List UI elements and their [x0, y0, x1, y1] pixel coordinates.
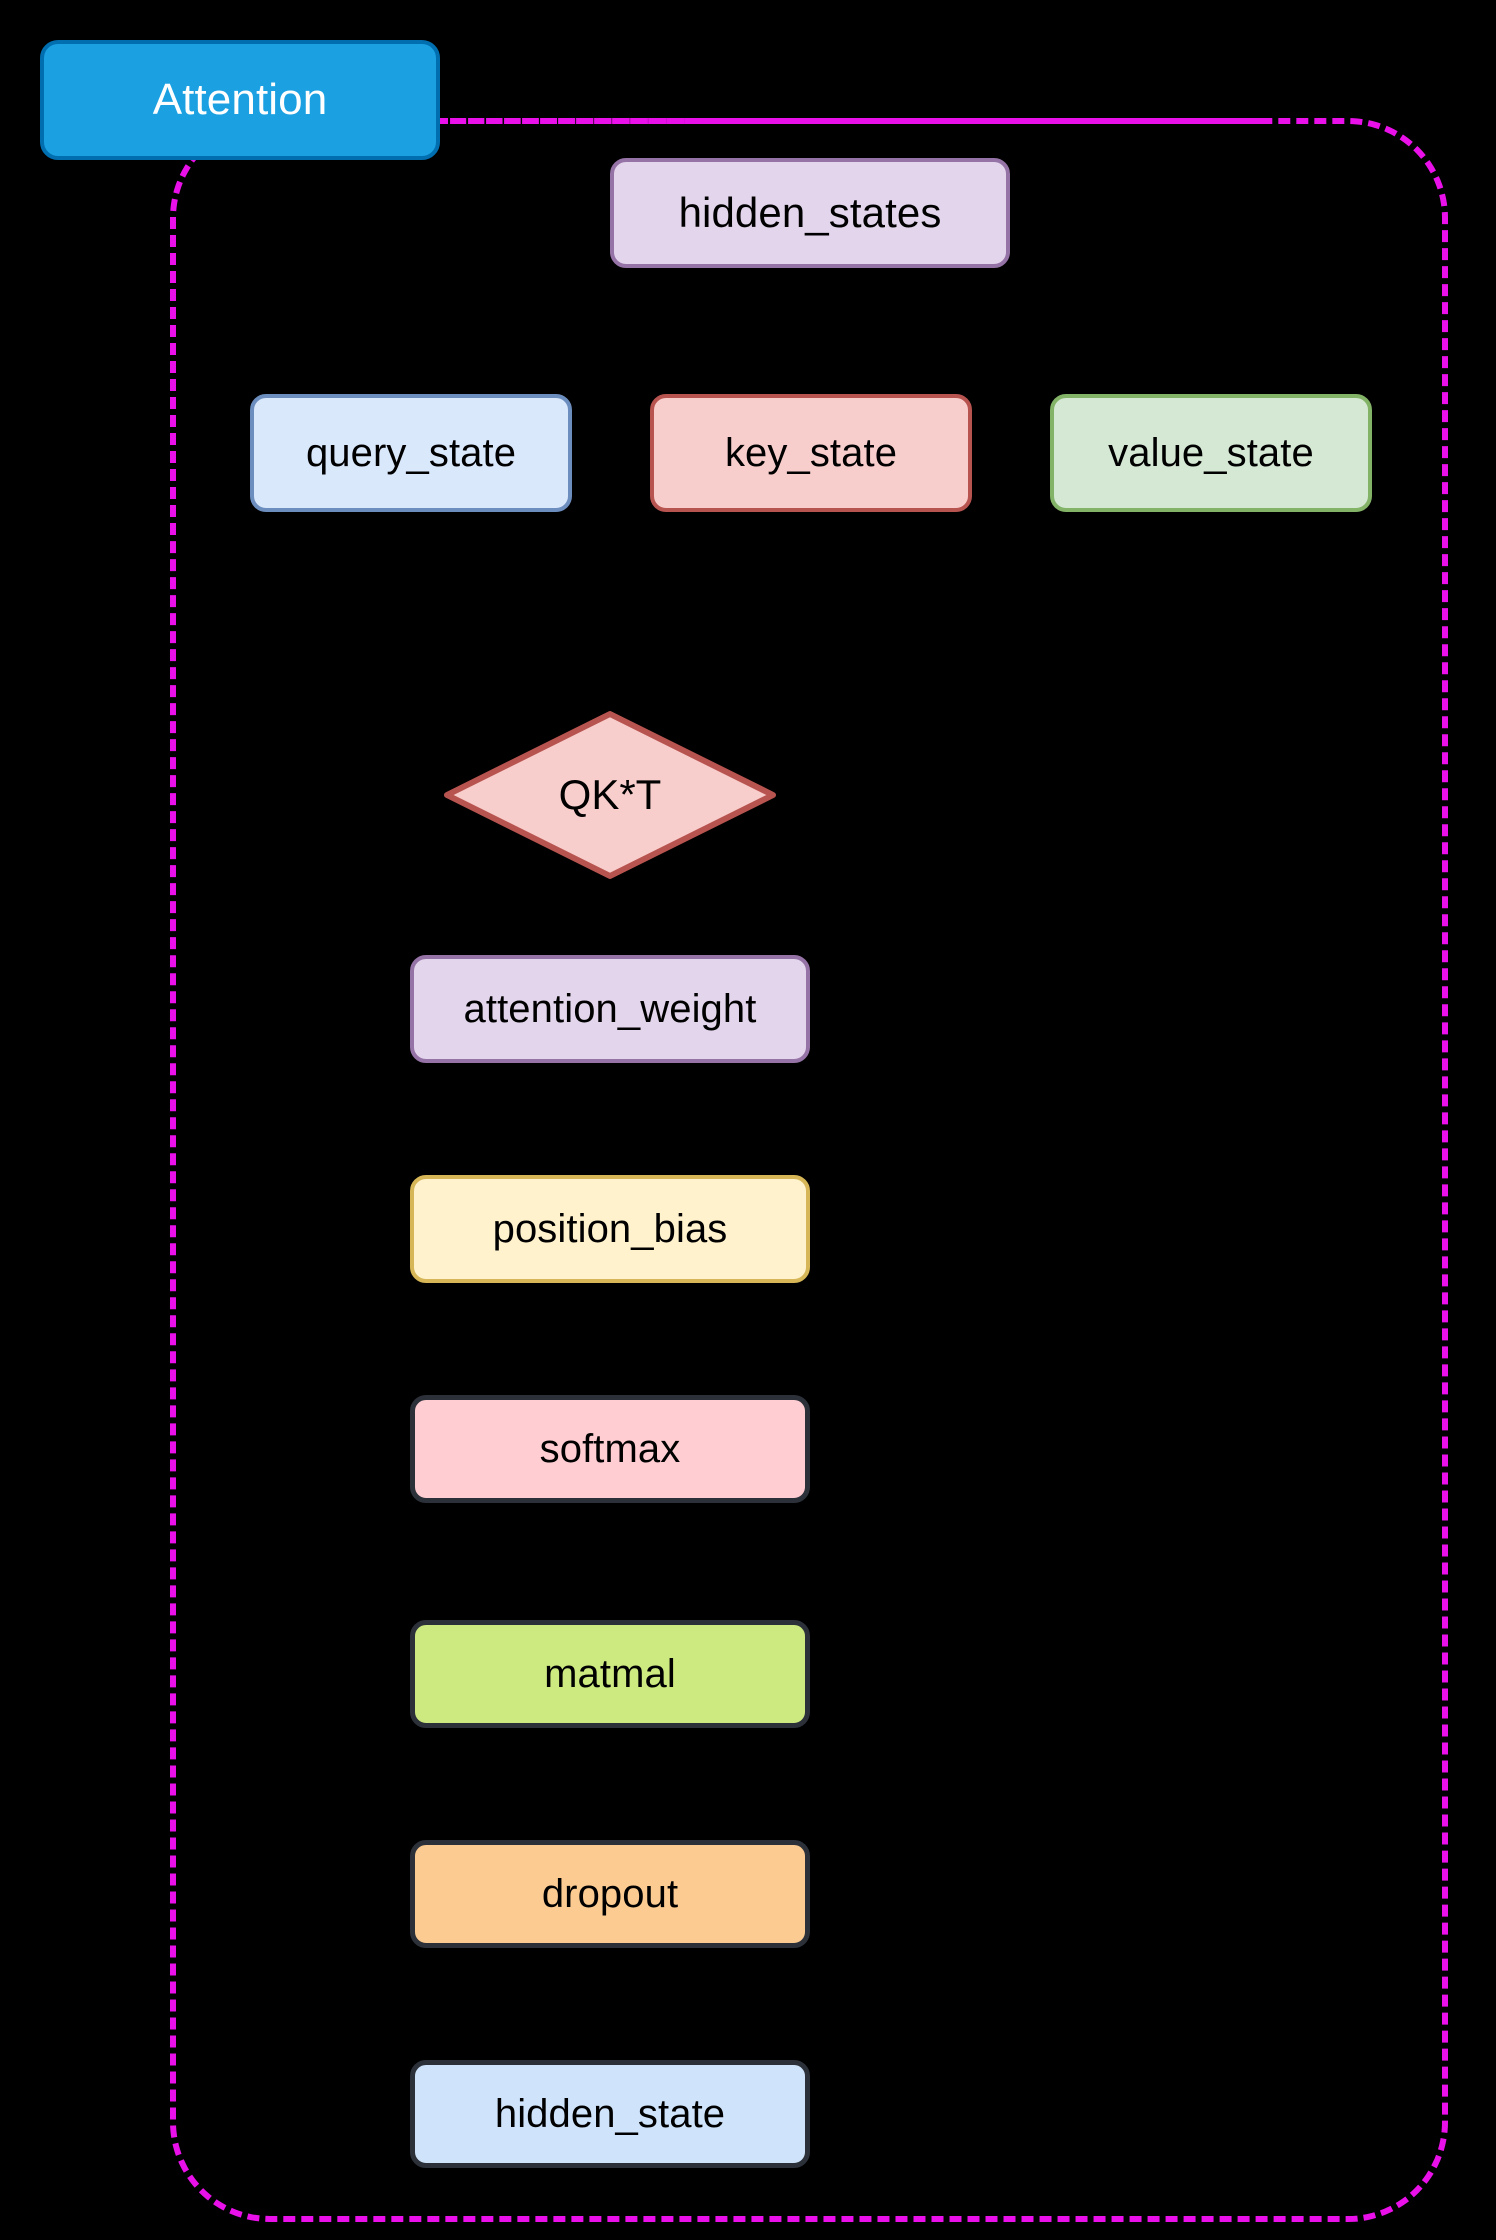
node-value-state[interactable]: value_state — [1050, 394, 1372, 512]
subgraph-title-attention[interactable]: Attention — [40, 40, 440, 160]
node-hidden-state[interactable]: hidden_state — [410, 2060, 810, 2168]
subgraph-title-connector — [436, 118, 1266, 124]
node-attention-weight[interactable]: attention_weight — [410, 955, 810, 1063]
node-matmal[interactable]: matmal — [410, 1620, 810, 1728]
node-query-state[interactable]: query_state — [250, 394, 572, 512]
node-key-state[interactable]: key_state — [650, 394, 972, 512]
node-position-bias[interactable]: position_bias — [410, 1175, 810, 1283]
node-softmax[interactable]: softmax — [410, 1395, 810, 1503]
node-dropout[interactable]: dropout — [410, 1840, 810, 1948]
node-qkt-label: QK*T — [558, 771, 662, 818]
diamond-shape — [444, 711, 776, 879]
node-qkt[interactable]: QK*T — [443, 710, 777, 880]
node-hidden-states[interactable]: hidden_states — [610, 158, 1010, 268]
